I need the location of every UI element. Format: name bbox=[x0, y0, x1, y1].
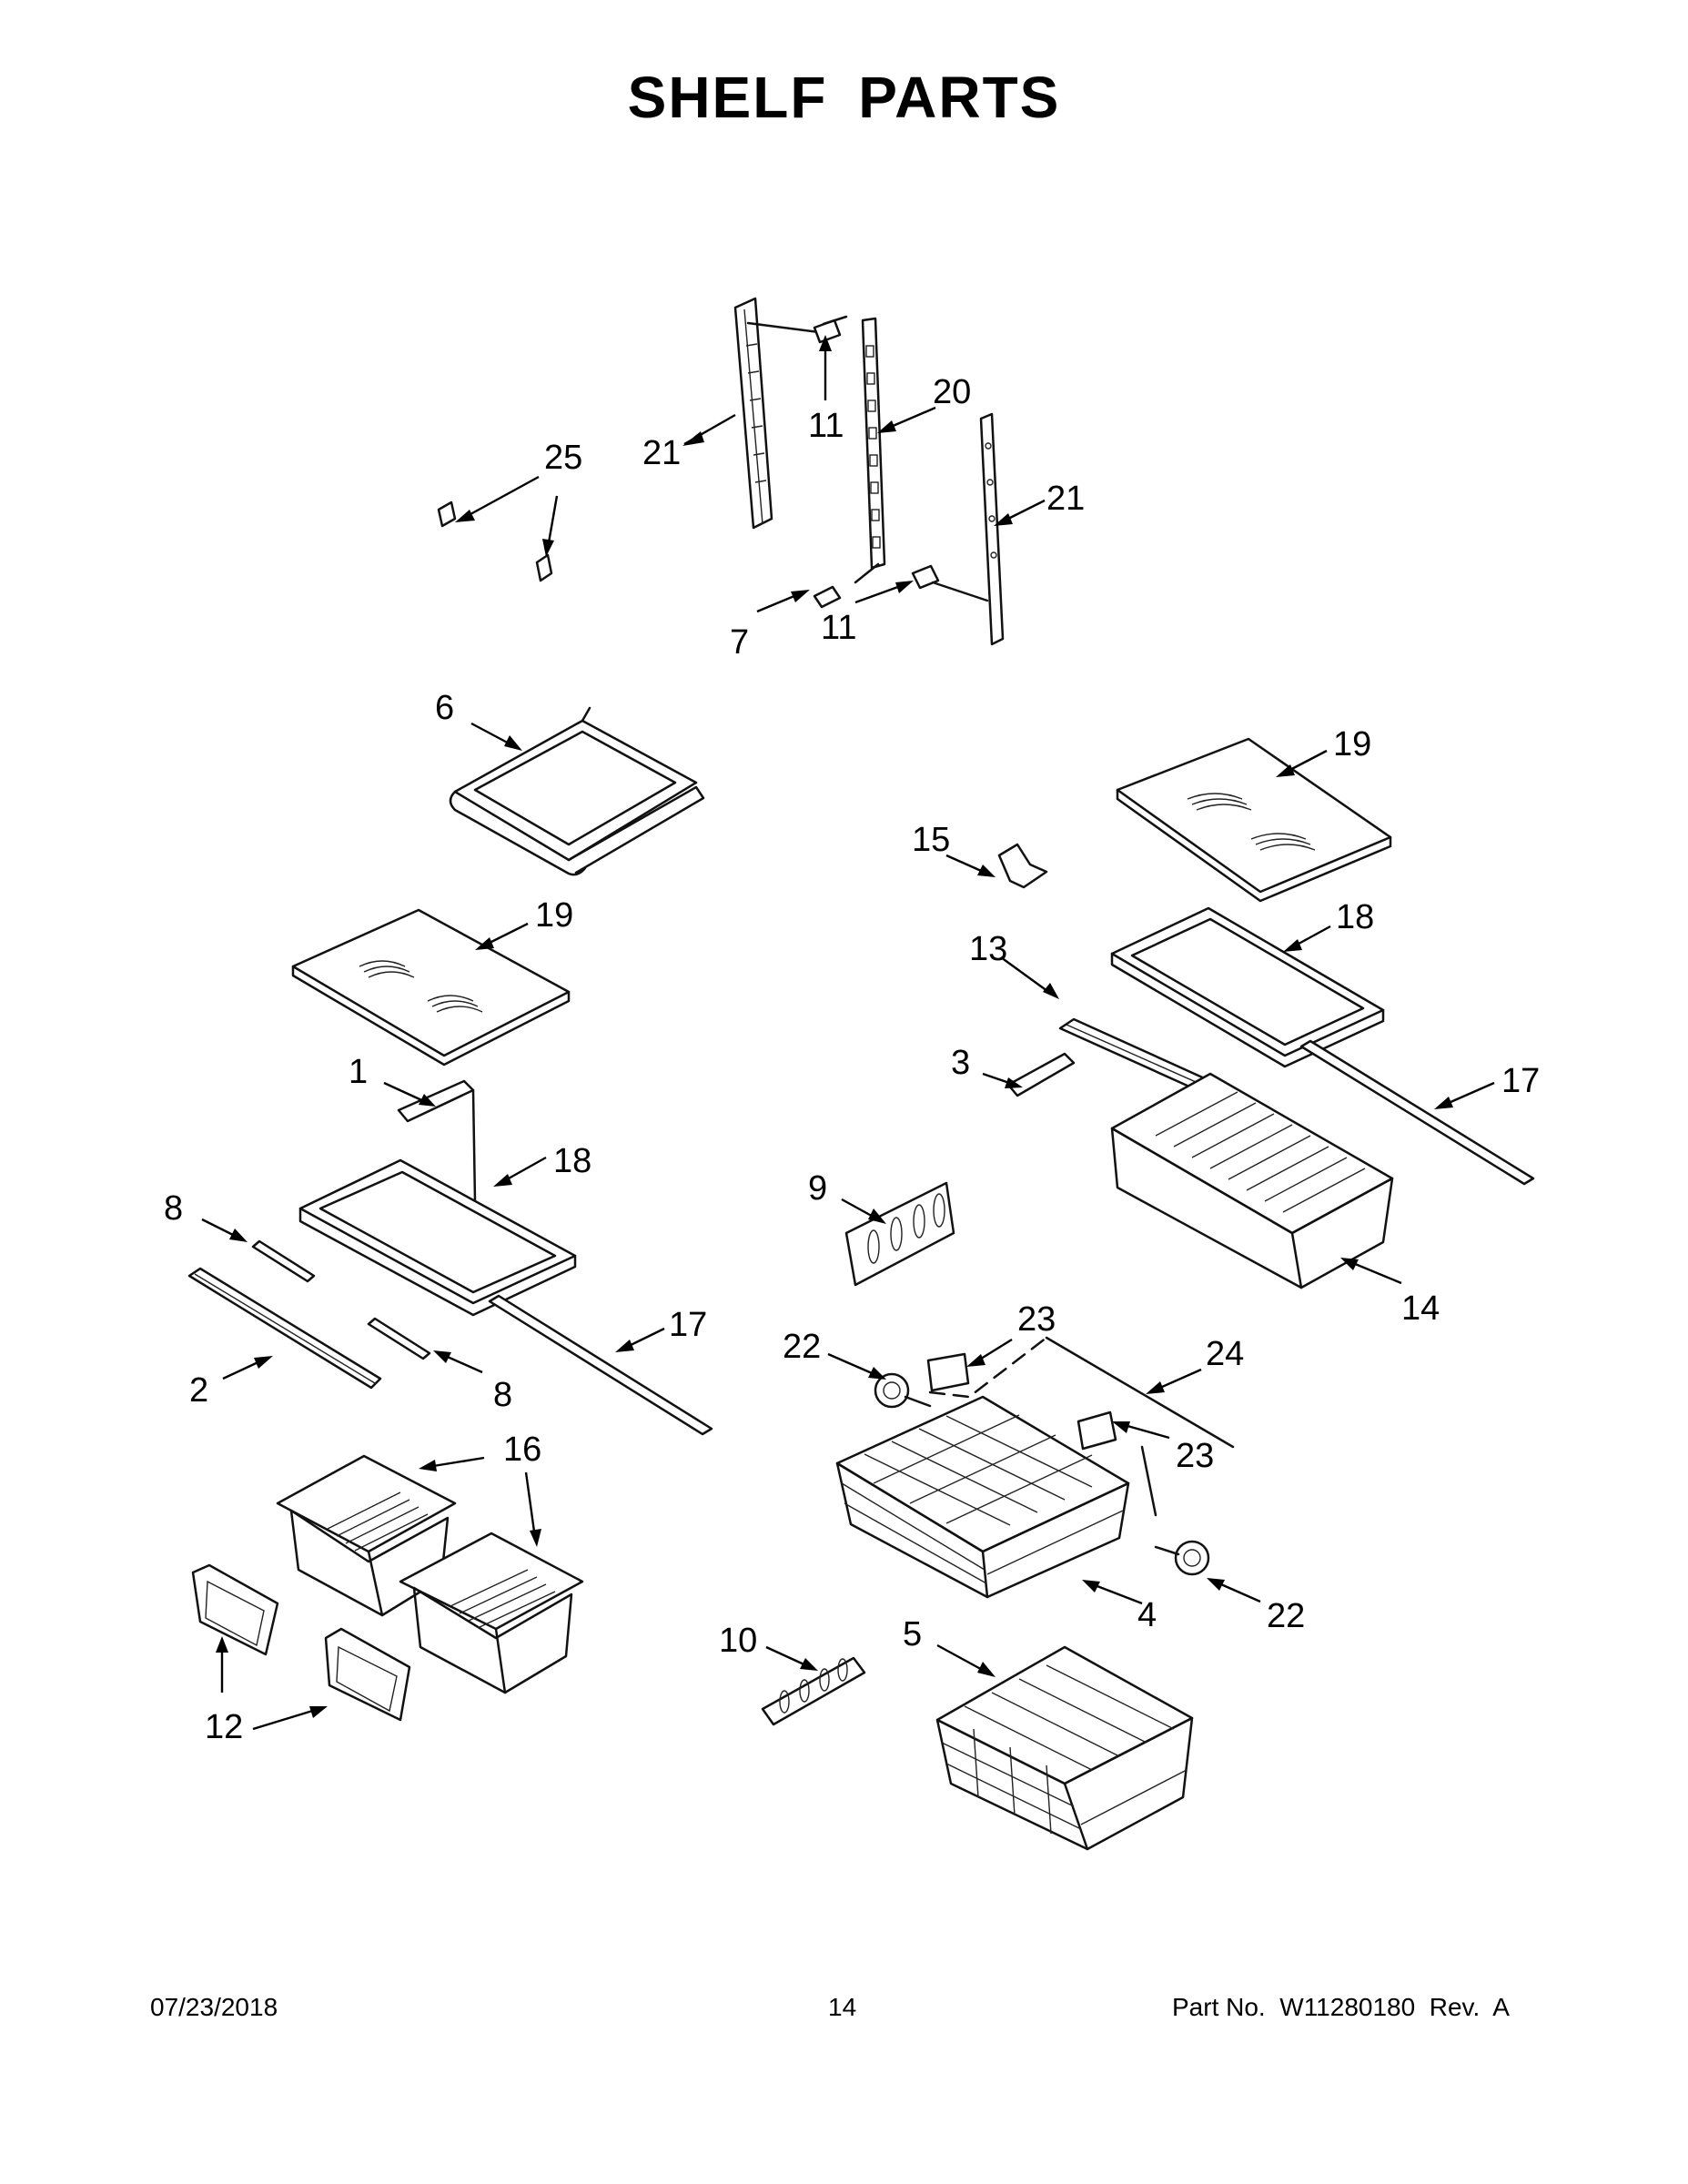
callout-4: 4 bbox=[1137, 1596, 1157, 1634]
part-17-rod-left bbox=[488, 1294, 713, 1436]
callout-15: 15 bbox=[912, 821, 950, 859]
footer-part-number: Part No. W11280180 Rev. A bbox=[1172, 1993, 1510, 2021]
callout-11-upper: 11 bbox=[808, 407, 844, 445]
callout-13: 13 bbox=[969, 930, 1007, 968]
part-14-deli-drawer bbox=[1110, 1072, 1394, 1289]
part-25-clips bbox=[437, 500, 553, 582]
callout-11-lower: 11 bbox=[821, 609, 856, 647]
part-24-wire bbox=[928, 1336, 1235, 1517]
callout-8-upper: 8 bbox=[164, 1189, 183, 1228]
part-11-screw-upper bbox=[813, 315, 848, 344]
part-20-center-rail bbox=[854, 317, 886, 584]
callout-17-left: 17 bbox=[669, 1306, 707, 1344]
callout-7: 7 bbox=[730, 623, 749, 662]
part-17-rod-right bbox=[1299, 1039, 1535, 1186]
callout-14: 14 bbox=[1401, 1289, 1440, 1328]
callout-12: 12 bbox=[205, 1708, 243, 1746]
callout-16: 16 bbox=[503, 1431, 541, 1469]
callout-19-right: 19 bbox=[1333, 725, 1371, 763]
part-23-bracket-lower bbox=[1076, 1410, 1117, 1451]
part-9-divider bbox=[844, 1181, 955, 1287]
part-4-wire-basket-upper bbox=[835, 1395, 1130, 1599]
callout-6: 6 bbox=[435, 689, 454, 727]
part-2-trim bbox=[187, 1267, 382, 1390]
part-8-strip-lower bbox=[367, 1317, 431, 1360]
callout-25: 25 bbox=[544, 439, 582, 477]
callout-5: 5 bbox=[903, 1615, 922, 1653]
callout-2: 2 bbox=[189, 1371, 208, 1410]
part-5-wire-basket-lower bbox=[935, 1645, 1194, 1851]
part-6-tray bbox=[449, 706, 705, 876]
part-21-left-rail bbox=[733, 297, 821, 530]
part-16-crisper-drawer-lower bbox=[399, 1532, 584, 1694]
part-11-screw-lower bbox=[911, 564, 989, 602]
callout-19-left: 19 bbox=[535, 896, 573, 935]
callout-labels: 21 11 20 21 25 7 11 6 19 1 18 8 2 8 17 1… bbox=[164, 373, 1540, 1746]
part-8-strip-upper bbox=[251, 1239, 316, 1283]
part-16-crisper-drawer-upper bbox=[276, 1454, 457, 1617]
part-3-clip bbox=[1006, 1052, 1076, 1097]
leader-lines bbox=[201, 335, 1495, 1731]
callout-9: 9 bbox=[808, 1169, 827, 1208]
callout-23-lower: 23 bbox=[1176, 1437, 1214, 1475]
callout-8-lower: 8 bbox=[493, 1376, 512, 1414]
callout-21-right: 21 bbox=[1046, 480, 1085, 518]
part-7-clip bbox=[813, 585, 842, 609]
part-21-right-rail bbox=[979, 412, 1005, 646]
part-10-divider bbox=[761, 1656, 866, 1726]
part-15-bracket bbox=[997, 843, 1048, 889]
part-23-bracket-upper bbox=[926, 1352, 970, 1392]
callout-1: 1 bbox=[349, 1053, 368, 1091]
part-18-shelf-frame-left bbox=[298, 1158, 577, 1317]
part-19-glass-shelf-right bbox=[1116, 737, 1392, 903]
page-title: SHELF PARTS bbox=[627, 65, 1061, 130]
callout-22-upper: 22 bbox=[783, 1328, 821, 1366]
part-1-bracket bbox=[397, 1079, 477, 1203]
part-22-wheel-lower bbox=[1154, 1540, 1210, 1576]
footer-page-number: 14 bbox=[828, 1993, 857, 2021]
callout-18-right: 18 bbox=[1336, 898, 1374, 936]
part-18-shelf-frame-right bbox=[1110, 906, 1385, 1068]
callout-23-upper: 23 bbox=[1017, 1300, 1056, 1339]
footer-date: 07/23/2018 bbox=[150, 1993, 278, 2021]
part-19-glass-shelf-left bbox=[291, 908, 571, 1067]
callout-21-left: 21 bbox=[642, 434, 681, 472]
callout-24: 24 bbox=[1206, 1335, 1244, 1373]
callout-18-left: 18 bbox=[553, 1142, 591, 1180]
callout-22-lower: 22 bbox=[1267, 1597, 1305, 1635]
callout-17-right: 17 bbox=[1501, 1062, 1540, 1100]
callout-10: 10 bbox=[719, 1622, 757, 1660]
part-12-drawer-cover-right bbox=[324, 1627, 411, 1722]
part-22-wheel-upper bbox=[874, 1372, 932, 1409]
part-12-drawer-cover-left bbox=[191, 1563, 279, 1656]
callout-20: 20 bbox=[933, 373, 971, 411]
callout-3: 3 bbox=[951, 1044, 970, 1082]
